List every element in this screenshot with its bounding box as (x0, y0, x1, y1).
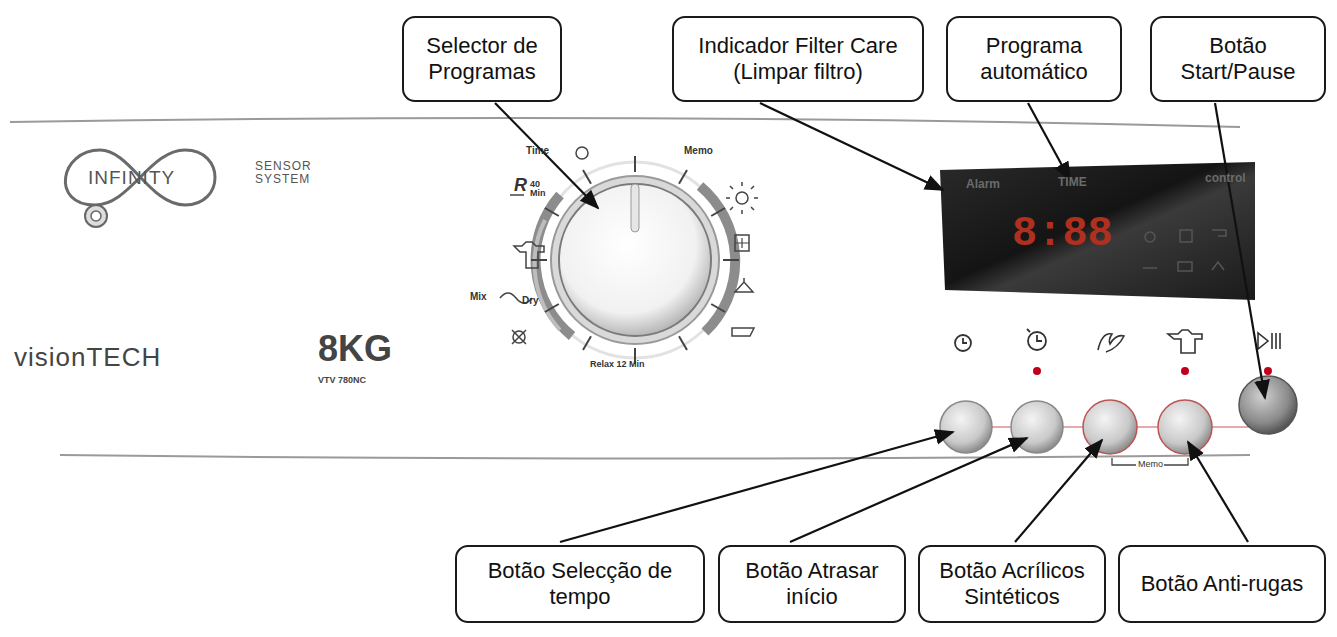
dial-tick (583, 336, 591, 350)
panel-label: SENSOR SYSTEM (255, 160, 317, 185)
panel-label: 8KG (318, 330, 392, 368)
callout-box: Botão Acrílicos Sintéticos (918, 545, 1106, 623)
callout-text: Botão Acrílicos Sintéticos (930, 558, 1094, 610)
panel-label: control (1205, 172, 1246, 185)
callout-text: Programa automático (958, 33, 1110, 85)
callout-box: Botão Anti-rugas (1118, 545, 1326, 623)
panel-label: Dry (522, 296, 539, 307)
callout-box: Botão Start/Pause (1150, 16, 1326, 102)
dial-tick (679, 170, 687, 184)
callout-box: Botão Atrasar início (718, 545, 906, 623)
panel-label: 8:88 (1012, 212, 1113, 256)
dial-tick (531, 259, 547, 261)
panel-label: 40 Min (530, 180, 552, 199)
callout-box: Selector de Programas (402, 16, 562, 102)
panel-label: VTV 780NC (318, 376, 366, 385)
panel-label: Relax 12 Min (590, 360, 645, 369)
callout-box: Indicador Filter Care (Limpar filtro) (672, 16, 924, 102)
panel-label: Memo (684, 146, 713, 157)
panel-label: Mix (470, 292, 487, 303)
dial-tick (545, 208, 559, 216)
dial-tick (583, 170, 591, 184)
dial-tick (723, 259, 739, 261)
callout-text: Selector de Programas (414, 33, 550, 85)
dial-tick (679, 336, 687, 350)
dial-tick (545, 304, 559, 312)
callout-text: Indicador Filter Care (Limpar filtro) (684, 33, 912, 85)
panel-label: visionTECH (14, 344, 161, 371)
callout-box: Botão Selecção de tempo (455, 545, 705, 623)
panel-label: Alarm (966, 178, 1000, 191)
dial-tick (711, 304, 725, 312)
dial-tick (634, 156, 636, 172)
panel-label: R (514, 176, 527, 195)
callout-box: Programa automático (946, 16, 1122, 102)
dial-tick (711, 208, 725, 216)
callout-text: Botão Selecção de tempo (467, 558, 693, 610)
panel-label: Time (526, 146, 549, 157)
panel-label: Memo (1138, 460, 1163, 469)
callout-text: Botão Anti-rugas (1130, 571, 1314, 597)
panel-label: TIME (1058, 176, 1087, 189)
callout-text: Botão Atrasar início (730, 558, 894, 610)
panel-label: INFINITY (88, 168, 175, 188)
callout-text: Botão Start/Pause (1162, 33, 1314, 85)
